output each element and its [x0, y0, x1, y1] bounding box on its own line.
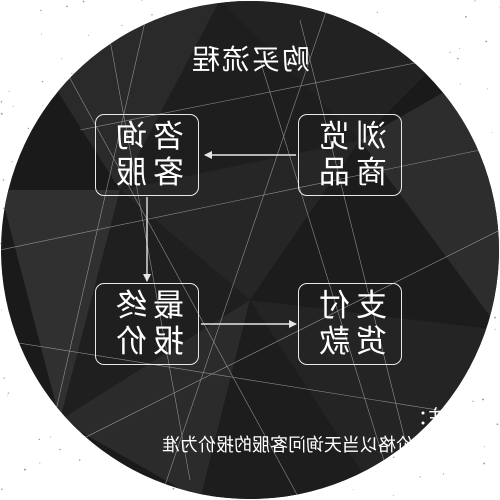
- speckle-dot: [376, 11, 378, 14]
- speckle-dot: [0, 112, 3, 115]
- speckle-dot: [3, 207, 5, 210]
- speckle-dot: [419, 476, 421, 478]
- speckle-dot: [458, 47, 461, 49]
- node-pay-for-goods: 支付 货款: [298, 283, 402, 365]
- speckle-dot: [11, 161, 13, 163]
- speckle-dot: [486, 88, 488, 90]
- speckle-dot: [393, 495, 395, 497]
- speckle-dot: [377, 32, 380, 34]
- node-browse-label: 浏览 商品: [313, 119, 387, 191]
- speckle-dot: [39, 462, 41, 464]
- node-pay-label: 支付 货款: [313, 288, 387, 360]
- note-label: 注：: [408, 404, 448, 429]
- speckle-dot: [456, 57, 459, 60]
- speckle-dot: [7, 392, 10, 394]
- speckle-dot: [7, 395, 9, 397]
- speckle-dot: [449, 51, 451, 54]
- speckle-dot: [472, 400, 474, 402]
- speckle-dot: [41, 80, 44, 83]
- speckle-dot: [66, 5, 68, 8]
- speckle-dot: [24, 468, 26, 471]
- node-final-quote: 最终 报价: [95, 283, 199, 365]
- speckle-dot: [483, 462, 486, 465]
- note-text: 商品最终价格以当天询问客服的报价为准: [162, 435, 486, 456]
- speckle-dot: [0, 242, 1, 245]
- speckle-dot: [59, 448, 61, 451]
- speckle-dot: [82, 0, 85, 3]
- speckle-dot: [1, 309, 3, 311]
- speckle-dot: [8, 90, 10, 92]
- speckle-dot: [494, 328, 496, 330]
- speckle-dot: [483, 446, 485, 448]
- speckle-dot: [12, 105, 14, 107]
- speckle-dot: [465, 16, 467, 18]
- speckle-dot: [482, 398, 484, 401]
- speckle-dot: [442, 473, 445, 475]
- speckle-dot: [42, 104, 44, 106]
- speckle-dot: [474, 0, 476, 2]
- speckle-dot: [352, 489, 354, 490]
- speckle-dot: [496, 423, 499, 426]
- speckle-dot: [3, 377, 5, 379]
- speckle-dot: [172, 487, 175, 490]
- node-consult-support: 咨询 客服: [95, 114, 199, 196]
- speckle-dot: [50, 436, 52, 438]
- speckle-dot: [121, 24, 123, 27]
- speckle-dot: [494, 316, 496, 319]
- speckle-dot: [87, 34, 89, 36]
- speckle-dot: [485, 40, 488, 43]
- speckle-dot: [61, 58, 63, 60]
- speckle-dot: [491, 131, 493, 133]
- speckle-dot: [40, 9, 42, 12]
- speckle-dot: [164, 13, 166, 15]
- speckle-dot: [151, 14, 153, 16]
- speckle-dot: [392, 456, 395, 459]
- node-browse-products: 浏览 商品: [298, 114, 402, 196]
- speckle-dot: [78, 459, 81, 461]
- speckle-dot: [1, 488, 3, 490]
- speckle-dot: [459, 83, 461, 85]
- speckle-dot: [38, 438, 41, 441]
- node-quote-label: 最终 报价: [110, 288, 184, 360]
- diagram-title: 购买流程: [190, 43, 311, 76]
- speckle-dot: [27, 127, 30, 130]
- speckle-dot: [2, 179, 5, 181]
- speckle-dot: [40, 33, 42, 35]
- node-consult-label: 咨询 客服: [110, 119, 184, 191]
- speckle-dot: [0, 101, 3, 103]
- speckle-dot: [71, 72, 73, 75]
- speckle-dot: [141, 0, 143, 1]
